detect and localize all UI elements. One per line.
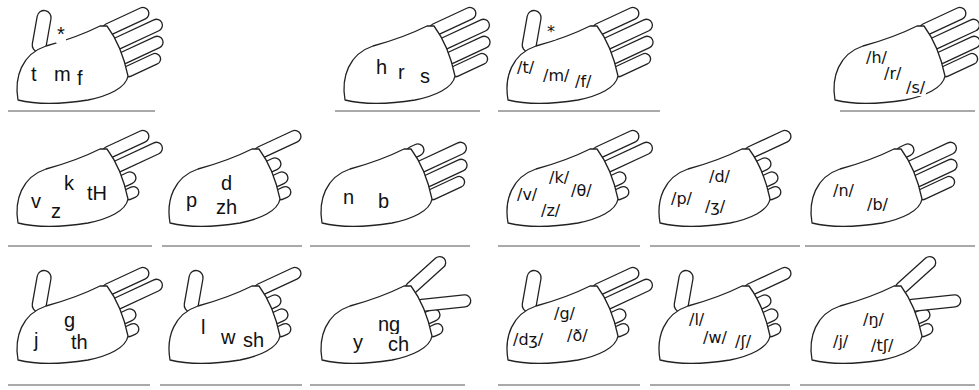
sound-label: /j/ xyxy=(832,334,849,350)
sound-label: y xyxy=(352,332,364,352)
sound-label: sh xyxy=(242,330,265,350)
handshape xyxy=(507,265,654,363)
sound-label: /v/ xyxy=(516,187,538,203)
sound-label: s xyxy=(419,66,431,86)
handshape xyxy=(834,5,979,103)
sound-label: /m/ xyxy=(542,68,570,84)
handshape xyxy=(659,265,793,363)
sound-label: /b/ xyxy=(866,197,889,213)
sound-label: ch xyxy=(387,334,410,354)
sound-label: /z/ xyxy=(540,203,561,219)
sound-label: v xyxy=(30,191,42,211)
handshape xyxy=(659,128,793,226)
handshape xyxy=(17,128,164,226)
sound-label: /t/ xyxy=(516,60,535,76)
handshape xyxy=(344,5,492,103)
sound-label: /dʒ/ xyxy=(512,332,544,348)
sound-label: /ʒ/ xyxy=(704,199,726,215)
sound-label: tH xyxy=(86,183,108,203)
sound-label: p xyxy=(185,190,198,210)
sound-label: /w/ xyxy=(702,330,728,346)
sound-label: /r/ xyxy=(883,66,902,82)
handshape xyxy=(169,265,303,363)
sound-label: /s/ xyxy=(905,80,926,96)
sound-label: n xyxy=(342,187,355,207)
handshape xyxy=(811,140,959,226)
handshape xyxy=(507,128,654,226)
left-panel xyxy=(17,5,492,363)
underlines xyxy=(8,111,975,385)
sound-label: f xyxy=(76,68,84,88)
sound-label: /d/ xyxy=(708,169,731,185)
sound-label: h xyxy=(375,57,388,77)
sound-label: th xyxy=(70,332,89,352)
sound-label: /θ/ xyxy=(570,183,593,199)
sound-label: /g/ xyxy=(553,306,576,322)
right-panel xyxy=(507,5,979,363)
handshape xyxy=(17,5,165,103)
handshape xyxy=(169,128,303,226)
handshape xyxy=(17,265,164,363)
sound-label: ng xyxy=(377,314,401,334)
sound-label: /p/ xyxy=(670,191,693,207)
sound-label: /n/ xyxy=(832,183,855,199)
sound-label: l xyxy=(200,317,206,337)
sound-label: /f/ xyxy=(574,74,592,90)
sound-label: z xyxy=(50,201,62,221)
sound-label: d xyxy=(220,173,233,193)
sound-label: k xyxy=(63,173,75,193)
sound-label: g xyxy=(63,310,76,330)
sound-label: /ð/ xyxy=(566,328,589,344)
sound-label: /k/ xyxy=(548,170,570,186)
handshape xyxy=(811,254,961,363)
sound-label: r xyxy=(397,62,406,82)
sound-label: /h/ xyxy=(865,50,888,66)
sound-label: b xyxy=(377,191,390,211)
sound-label: t xyxy=(30,64,38,84)
sound-label: /tʃ/ xyxy=(870,338,894,354)
sound-label: /ŋ/ xyxy=(862,312,885,328)
sound-label: /ʃ/ xyxy=(734,334,752,350)
sound-label: /l/ xyxy=(688,312,705,328)
sound-label: j xyxy=(33,330,39,350)
handshape xyxy=(321,254,471,363)
sound-label: m xyxy=(53,64,72,84)
handshape xyxy=(507,5,655,103)
sound-label: w xyxy=(220,327,236,347)
asterisk-mark: * xyxy=(56,24,66,44)
handshape xyxy=(321,140,469,226)
sound-label: zh xyxy=(215,197,238,217)
asterisk-mark: * xyxy=(546,24,556,40)
